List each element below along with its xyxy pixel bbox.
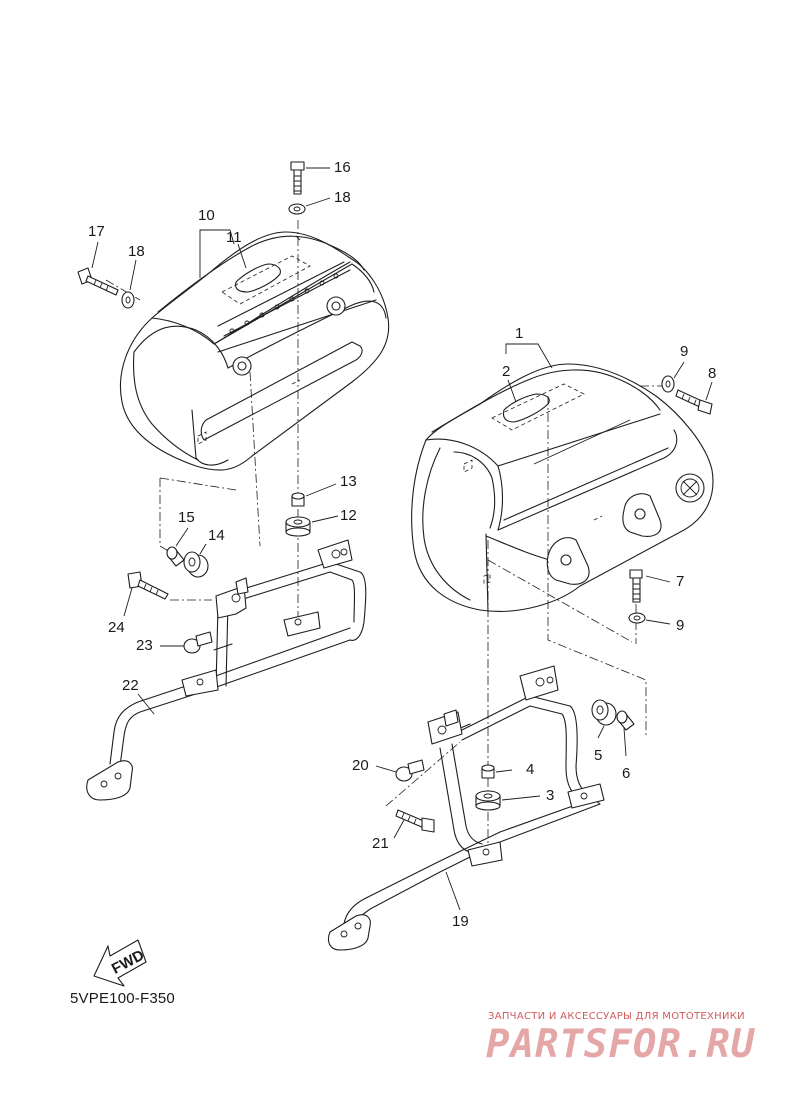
- callout-1: 1: [515, 325, 523, 342]
- right-saddlebag: [411, 363, 714, 613]
- watermark-brand: PARTSFOR.RU: [486, 1022, 756, 1067]
- bolt-16: [290, 161, 305, 195]
- callout-3: 3: [546, 787, 554, 804]
- washer-9-top: [661, 375, 675, 393]
- left-side-guide-2: [159, 477, 237, 491]
- callout-5: 5: [594, 747, 602, 764]
- right-latch-guide: [487, 559, 633, 643]
- grommet-14: [183, 551, 209, 578]
- bolt-20: [395, 759, 425, 782]
- callout-15: 15: [178, 509, 195, 526]
- callout-13: 13: [340, 473, 357, 490]
- bolt-24: [127, 571, 169, 600]
- latch-rear: [622, 493, 662, 537]
- callout-17: 17: [88, 223, 105, 240]
- callout-24: 24: [108, 619, 125, 636]
- callout-18-left: 18: [128, 243, 145, 260]
- bolt-21: [395, 809, 435, 833]
- callout-8: 8: [708, 365, 716, 382]
- right-bolt21-guide: [385, 741, 461, 807]
- callout-11: 11: [226, 229, 242, 246]
- callout-2: 2: [502, 363, 510, 380]
- collar-4: [481, 764, 495, 779]
- callout-7: 7: [676, 573, 684, 590]
- collar-13: [291, 492, 305, 507]
- callout-20: 20: [352, 757, 369, 774]
- grommet-12: [285, 516, 311, 537]
- left-side-guide: [159, 478, 171, 553]
- washer-18-top: [288, 203, 306, 215]
- collar-6: [616, 710, 635, 731]
- left-bolt-guide: [105, 279, 141, 301]
- callout-labels: 1 2 3 4 5 6 7 8 9 9 10 11 12 13 14 15 16…: [88, 159, 716, 930]
- callout-19: 19: [452, 913, 469, 930]
- reflector: [675, 473, 705, 503]
- right-bracket-19: [327, 665, 605, 951]
- left-bag-axis-2: [249, 371, 261, 547]
- bolt-23: [183, 631, 213, 654]
- latch-front: [546, 537, 590, 585]
- watermark-subtitle: ЗАПЧАСТИ И АКСЕССУАРЫ ДЛЯ МОТОТЕХНИКИ: [488, 1011, 745, 1022]
- bolt-7: [629, 569, 643, 603]
- callout-10: 10: [198, 207, 215, 224]
- strap-holes: [229, 273, 339, 334]
- callout-16: 16: [334, 159, 351, 176]
- right-bolt-axis: [547, 396, 647, 736]
- callout-14: 14: [208, 527, 225, 544]
- washer-9-bottom: [628, 612, 646, 624]
- grommet-3: [475, 790, 501, 811]
- callout-6: 6: [622, 765, 630, 782]
- collar-15: [166, 546, 185, 567]
- leader-lines: [91, 167, 713, 911]
- callout-23: 23: [136, 637, 153, 654]
- bolt-8: [675, 389, 713, 415]
- fwd-arrow: FWD: [93, 939, 147, 987]
- bolt-17: [77, 267, 119, 296]
- callout-9-top: 9: [680, 343, 688, 360]
- callout-18-top: 18: [334, 189, 351, 206]
- washer-18-left: [121, 291, 135, 309]
- callout-12: 12: [340, 507, 357, 524]
- callout-4: 4: [526, 761, 534, 778]
- callout-9-bottom: 9: [676, 617, 684, 634]
- callout-22: 22: [122, 677, 139, 694]
- callout-21: 21: [372, 835, 389, 852]
- drawing-code: 5VPE100-F350: [70, 990, 175, 1007]
- left-bracket-22: [86, 539, 367, 801]
- grommet-5: [591, 699, 617, 726]
- left-saddlebag: [119, 231, 390, 471]
